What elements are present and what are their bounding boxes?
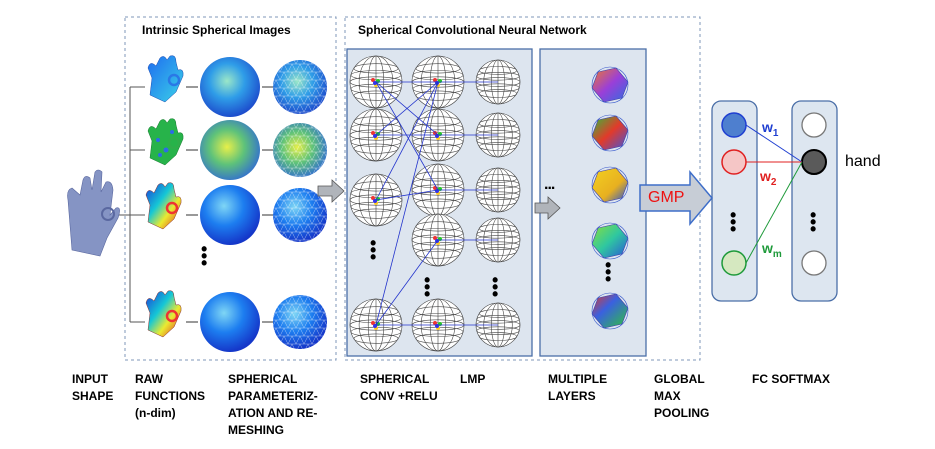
remesh-sphere-3: [273, 188, 327, 242]
intrinsic-panel: [124, 16, 337, 361]
input-hand-shape: [67, 169, 120, 257]
fc-node-m: [721, 250, 747, 276]
fc-node-1: [721, 112, 747, 138]
w1-line: [745, 124, 803, 163]
gmp-label: GMP: [648, 189, 685, 206]
out-node-n: [801, 250, 827, 276]
weight-label-m: wm: [762, 240, 782, 260]
out-node-1: [801, 112, 827, 138]
gem-4: [591, 222, 629, 260]
column-label-fc: FC SOFTMAX: [752, 372, 830, 386]
layers-horizontal-ellipsis: ...: [544, 176, 555, 193]
row-connectors: [186, 86, 275, 323]
fc-hidden-ellipsis: •••: [730, 205, 737, 239]
rows-ellipsis: •••: [201, 239, 208, 273]
fc-hidden-panel: [711, 100, 758, 302]
weight-label-1: w1: [762, 119, 779, 139]
layers-ellipsis: •••: [605, 255, 612, 289]
gmp-arrow: [639, 169, 713, 227]
remesh-sphere-4: [273, 295, 327, 349]
remesh-sphere-1: [273, 60, 327, 114]
param-sphere-3: [200, 185, 260, 245]
param-sphere-2: [200, 120, 260, 180]
gem-1: [591, 66, 629, 104]
cnn-panel-title: Spherical Convolutional Neural Network: [358, 23, 587, 37]
fc-output-ellipsis: •••: [810, 205, 817, 239]
cnn-panel: [344, 16, 701, 361]
gem-2: [591, 114, 629, 152]
wm-line: [745, 161, 803, 264]
fc-output-panel: [791, 100, 838, 302]
remesh-sphere-2: [273, 123, 327, 177]
raw-hand-1: [147, 55, 184, 103]
layers-panel: [539, 48, 647, 357]
fc-node-2: [721, 149, 747, 175]
gem-3: [591, 166, 629, 204]
conv-col1-ellipsis: •••: [370, 233, 377, 267]
param-sphere-1: [200, 57, 260, 117]
column-label-lmp: LMP: [460, 372, 486, 386]
conv-connections: [375, 81, 498, 326]
input-bracket: [118, 86, 145, 323]
arrow-to-cnn: [317, 179, 345, 203]
intrinsic-panel-title: Intrinsic Spherical Images: [142, 23, 291, 37]
arrow-to-layers: [534, 196, 561, 220]
raw-hand-3: [145, 182, 182, 230]
weight-label-2: w2: [760, 168, 777, 188]
conv-col2-ellipsis: •••: [424, 270, 431, 304]
gem-5: [591, 292, 629, 330]
out-node-hand: [801, 149, 827, 175]
conv-sphere-grid: [349, 55, 521, 352]
output-class-label: hand: [845, 153, 881, 170]
raw-hand-4: [145, 290, 182, 338]
raw-hand-2: [147, 118, 184, 166]
conv-col3-ellipsis: •••: [492, 270, 499, 304]
param-sphere-4: [200, 292, 260, 352]
